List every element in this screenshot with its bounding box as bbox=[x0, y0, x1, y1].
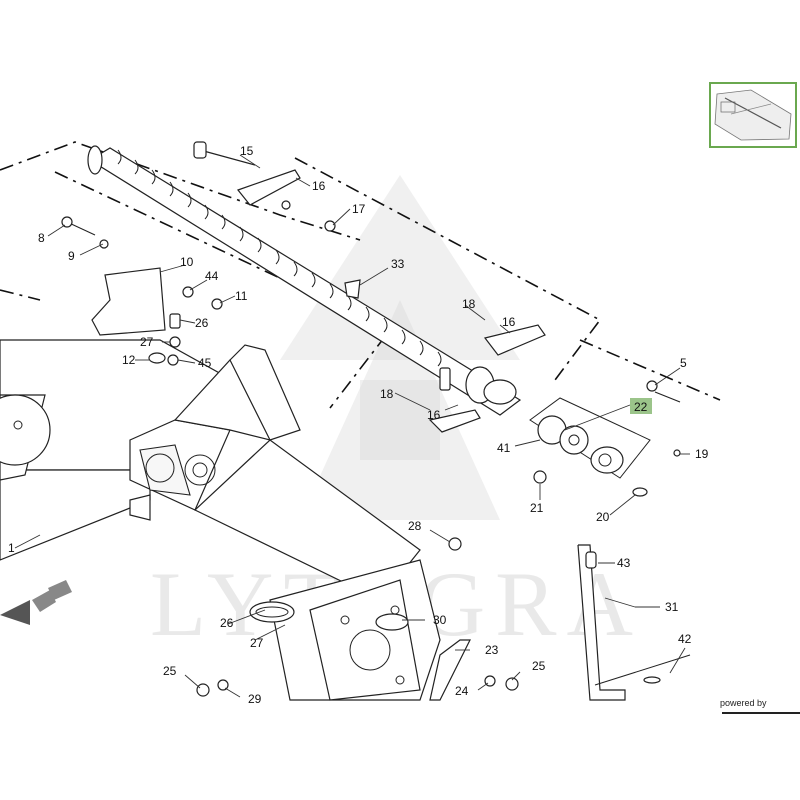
callout-labels: 8 9 10 44 11 26 27 12 45 15 16 17 33 18 … bbox=[8, 144, 709, 706]
callout-17[interactable]: 17 bbox=[352, 202, 366, 216]
knife-shaft bbox=[87, 145, 522, 416]
leader-lines bbox=[14, 154, 690, 698]
callout-23[interactable]: 23 bbox=[485, 643, 499, 657]
callout-28[interactable]: 28 bbox=[408, 519, 422, 533]
callout-45[interactable]: 45 bbox=[198, 356, 212, 370]
lower-bracket-plate bbox=[249, 559, 441, 701]
overview-thumbnail[interactable] bbox=[709, 82, 797, 148]
callout-16b[interactable]: 16 bbox=[502, 315, 516, 329]
callout-30[interactable]: 30 bbox=[433, 613, 447, 627]
callout-26a[interactable]: 26 bbox=[195, 316, 209, 330]
callout-41[interactable]: 41 bbox=[497, 441, 511, 455]
callout-26b[interactable]: 26 bbox=[220, 616, 234, 630]
callout-8[interactable]: 8 bbox=[38, 231, 45, 245]
callout-20[interactable]: 20 bbox=[596, 510, 610, 524]
callout-18a[interactable]: 18 bbox=[462, 297, 476, 311]
thumbnail-image bbox=[714, 89, 792, 141]
coupling-22 bbox=[529, 397, 651, 479]
callout-12[interactable]: 12 bbox=[122, 353, 136, 367]
callout-10[interactable]: 10 bbox=[180, 255, 194, 269]
callout-31[interactable]: 31 bbox=[665, 600, 679, 614]
callout-11[interactable]: 11 bbox=[235, 289, 248, 303]
callout-27a[interactable]: 27 bbox=[140, 335, 154, 349]
callout-9[interactable]: 9 bbox=[68, 249, 75, 263]
selected-part-highlight bbox=[630, 398, 652, 414]
callout-21[interactable]: 21 bbox=[530, 501, 544, 515]
callout-25b[interactable]: 25 bbox=[532, 659, 546, 673]
callout-16a[interactable]: 16 bbox=[312, 179, 326, 193]
direction-arrow bbox=[0, 580, 72, 625]
callout-29[interactable]: 29 bbox=[248, 692, 262, 706]
callout-25a[interactable]: 25 bbox=[163, 664, 177, 678]
callout-18b[interactable]: 18 bbox=[380, 387, 394, 401]
callout-1[interactable]: 1 bbox=[8, 541, 15, 555]
callout-24[interactable]: 24 bbox=[455, 684, 469, 698]
callout-27b[interactable]: 27 bbox=[250, 636, 264, 650]
callout-43[interactable]: 43 bbox=[617, 556, 631, 570]
callout-22[interactable]: 22 bbox=[634, 400, 648, 414]
gearbox-tower bbox=[129, 344, 421, 601]
small-hardware bbox=[61, 141, 681, 697]
callout-15[interactable]: 15 bbox=[240, 144, 254, 158]
callout-33[interactable]: 33 bbox=[391, 257, 405, 271]
callout-5[interactable]: 5 bbox=[680, 356, 687, 370]
powered-by-label: powered by bbox=[720, 698, 767, 708]
plate-10 bbox=[91, 267, 166, 336]
callout-44[interactable]: 44 bbox=[205, 269, 219, 283]
callout-42[interactable]: 42 bbox=[678, 632, 692, 646]
bracket-23 bbox=[429, 639, 471, 701]
rod-assembly bbox=[577, 544, 691, 701]
callout-16c[interactable]: 16 bbox=[427, 408, 441, 422]
callout-19[interactable]: 19 bbox=[695, 447, 709, 461]
vendor-logo[interactable] bbox=[722, 712, 800, 724]
